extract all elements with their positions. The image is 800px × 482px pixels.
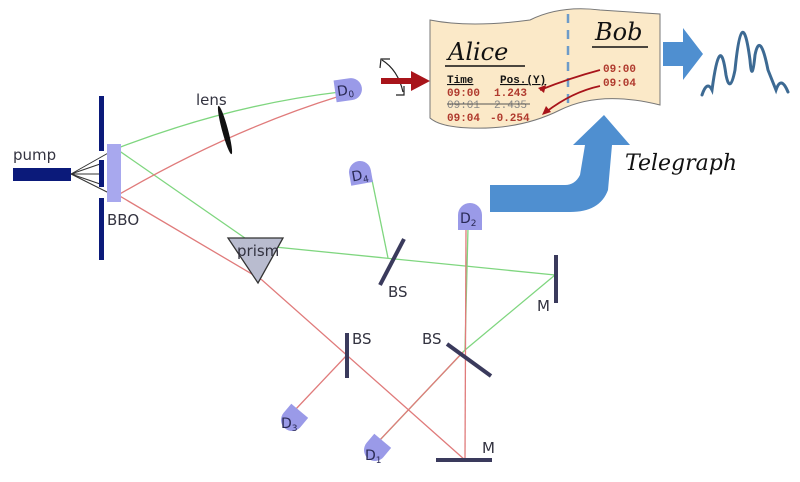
mirror-bottom-label: M xyxy=(482,439,495,457)
alice-title: Alice xyxy=(446,38,508,66)
arrowhead xyxy=(538,85,546,93)
green-beams xyxy=(117,91,556,441)
pump-laser xyxy=(13,168,71,181)
lens-label: lens xyxy=(196,91,227,109)
red-beam-to-mirror xyxy=(117,194,466,461)
svg-text:D0: D0 xyxy=(336,82,355,102)
alice-row-pos-struck: 2.435 xyxy=(494,100,527,112)
scroll-paper xyxy=(429,8,661,129)
pump-label: pump xyxy=(13,146,56,164)
detector-d2: D2 xyxy=(458,203,482,230)
mirror-right-label: M xyxy=(537,297,550,315)
green-beam-to-d4 xyxy=(371,179,389,259)
green-beam-to-d0 xyxy=(117,91,341,149)
svg-text:D2: D2 xyxy=(460,211,477,229)
beam-splitter-upper xyxy=(378,238,406,286)
detector-d1 xyxy=(364,433,392,461)
arrowhead xyxy=(542,106,551,115)
svg-text:D4: D4 xyxy=(350,167,370,188)
detector-d1-label: D1 xyxy=(365,448,382,466)
red-beam-to-d3 xyxy=(294,354,348,411)
bs-upper-label: BS xyxy=(388,283,408,301)
bs-lower-right-label: BS xyxy=(422,330,442,348)
green-beam-mirror-to-bs xyxy=(464,274,556,351)
detector-d3-label: D3 xyxy=(281,416,298,434)
red-beam-to-d1 xyxy=(377,351,464,443)
bob-title: Bob xyxy=(594,18,642,46)
detector-d0: D0 xyxy=(333,78,362,103)
alice-row-time-struck: 09:01 xyxy=(447,100,480,112)
output-arrow-icon xyxy=(663,28,703,80)
green-beam-to-mirror xyxy=(117,149,556,276)
bbo-crystal xyxy=(107,144,121,202)
col-time: Time xyxy=(447,75,474,87)
prism xyxy=(226,237,285,285)
bob-time: 09:00 xyxy=(603,64,636,76)
lens xyxy=(217,105,233,155)
rotation-icon xyxy=(379,58,405,96)
alice-row-pos: 1.243 xyxy=(494,88,527,100)
interference-pattern xyxy=(700,31,790,97)
red-beam-to-d2 xyxy=(464,227,467,461)
bob-time: 09:04 xyxy=(603,78,636,90)
bs-lower-left-label: BS xyxy=(352,330,372,348)
telegraph-label: Telegraph xyxy=(625,151,737,176)
detector-d4: D4 xyxy=(349,161,373,188)
alice-row-time: 09:04 xyxy=(447,113,480,125)
telegraph-arrow-icon xyxy=(490,115,630,212)
alice-row-pos: -0.254 xyxy=(490,113,530,125)
detector-d3 xyxy=(281,403,309,431)
red-arrow-icon xyxy=(381,71,430,91)
beam-splitter-lower-right xyxy=(445,342,493,378)
bbo-label: BBO xyxy=(107,211,139,229)
col-pos: Pos.(Y) xyxy=(500,75,546,87)
aperture-plate xyxy=(99,96,104,260)
prism-label: prism xyxy=(237,242,279,260)
alice-row-time: 09:00 xyxy=(447,88,480,100)
